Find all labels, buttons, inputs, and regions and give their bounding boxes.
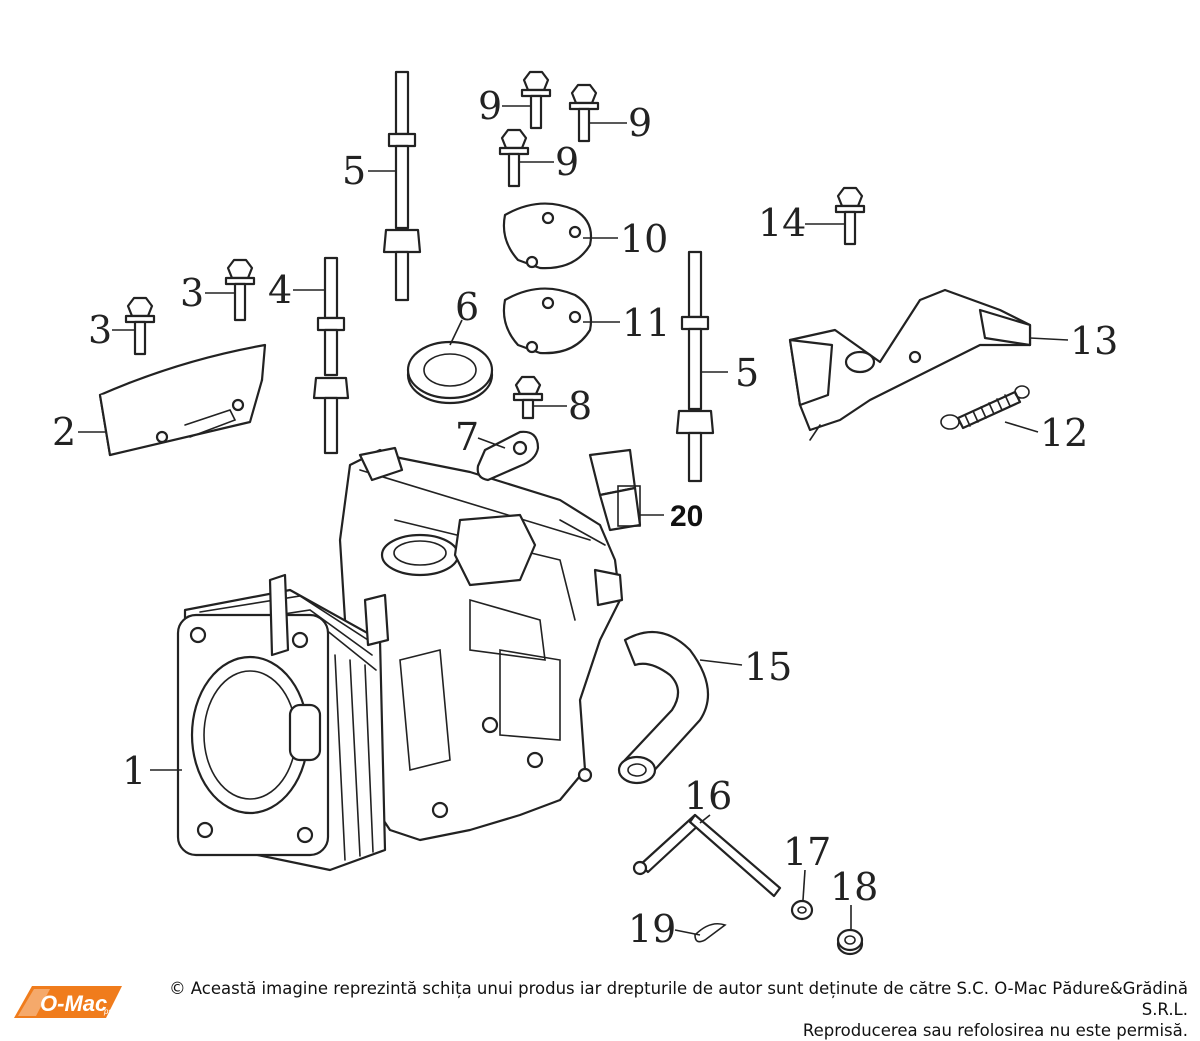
callout-18: 18	[830, 865, 878, 909]
callout-20: 20	[670, 500, 703, 533]
nut-18	[836, 928, 864, 956]
footer: O-Mac psg © Această imagine reprezintă s…	[0, 972, 1200, 1040]
callout-5b: 5	[735, 351, 759, 395]
callout-13: 13	[1070, 319, 1118, 363]
copyright-notice: © Această imagine reprezintă schița unui…	[138, 978, 1188, 1041]
flange-bolt-3a	[124, 296, 156, 356]
leader-lines	[78, 105, 1069, 936]
callout-labels: 1 2 3 3 4 5 5 6 7 8 9 9 9 10 11 12 13 14…	[52, 84, 1118, 951]
bolt-9a	[520, 70, 552, 130]
plate-7	[476, 430, 540, 482]
stud-4	[312, 256, 350, 455]
cover-11	[502, 287, 593, 355]
callout-16: 16	[684, 774, 732, 818]
cylinder-block-part	[176, 446, 624, 872]
callout-12: 12	[1040, 411, 1088, 455]
bolt-8	[512, 375, 544, 420]
clip-19	[694, 922, 727, 943]
callout-9b: 9	[628, 101, 652, 145]
callout-5a: 5	[342, 149, 366, 193]
bracket-13	[788, 288, 1032, 441]
copyright-line-1: © Această imagine reprezintă schița unui…	[169, 979, 1188, 1019]
omac-logo: O-Mac psg	[14, 986, 122, 1018]
callout-9a: 9	[478, 84, 502, 128]
callout-3a: 3	[88, 308, 112, 352]
callout-2: 2	[52, 410, 76, 454]
logo-text: O-Mac	[40, 991, 107, 1016]
cover-10	[502, 202, 593, 270]
callout-14: 14	[758, 201, 806, 245]
callout-17: 17	[783, 830, 831, 874]
stud-5a	[382, 70, 422, 302]
spring-12	[940, 385, 1030, 430]
callout-8: 8	[568, 384, 592, 428]
callout-3b: 3	[180, 271, 204, 315]
bolt-14	[834, 186, 866, 246]
copyright-line-2: Reproducerea sau refolosirea nu este per…	[802, 1021, 1188, 1040]
pad-20	[588, 448, 642, 532]
shroud-part	[98, 343, 267, 457]
callout-9c: 9	[555, 140, 579, 184]
bolt-9b	[568, 83, 600, 143]
callout-10: 10	[620, 217, 668, 261]
logo-suffix: psg	[103, 1007, 117, 1016]
callout-15: 15	[744, 645, 792, 689]
callout-4: 4	[268, 268, 292, 312]
hose-15	[617, 630, 710, 785]
bolt-9c	[498, 128, 530, 188]
washer-17	[790, 899, 814, 921]
callout-11: 11	[622, 301, 670, 345]
stud-5b	[675, 250, 715, 483]
callout-7: 7	[455, 415, 479, 459]
flange-bolt-3b	[224, 258, 256, 322]
callout-19: 19	[628, 907, 676, 951]
callout-1: 1	[122, 749, 146, 793]
callout-6: 6	[455, 285, 479, 329]
rod-16	[632, 813, 782, 898]
seal-ring-6	[406, 340, 494, 405]
